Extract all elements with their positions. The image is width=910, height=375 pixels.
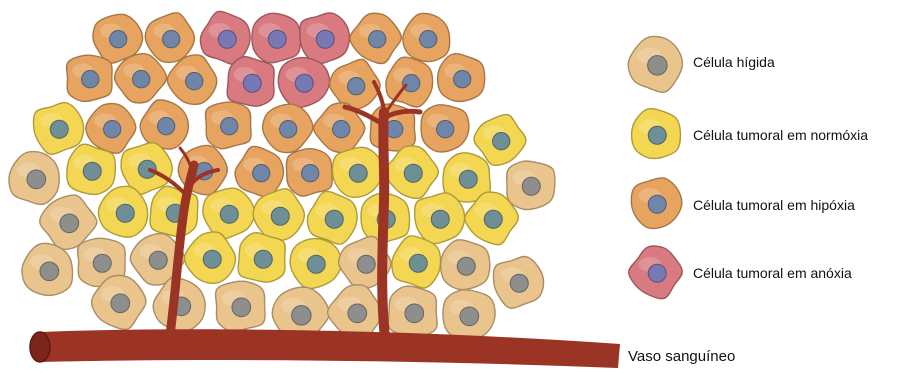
normoxia-cell xyxy=(67,144,116,194)
hypoxia-cell xyxy=(145,13,194,63)
anoxia-cell xyxy=(252,13,301,63)
hypoxia-cell xyxy=(235,146,283,196)
healthy-cell xyxy=(507,161,555,209)
legend-hypoxia-cell-icon xyxy=(631,178,682,229)
blood-vessel-main xyxy=(40,329,620,368)
blood-vessel-opening xyxy=(30,332,50,362)
legend-icons xyxy=(628,36,682,298)
normoxia-cell xyxy=(184,232,235,283)
healthy-cell xyxy=(441,240,490,290)
hypoxia-cell xyxy=(86,104,136,154)
hypoxia-cell xyxy=(67,55,112,101)
legend-label-anoxia-cell: Célula tumoral em anóxia xyxy=(693,266,852,280)
legend-healthy-cell-icon xyxy=(628,36,682,92)
hypoxia-cell xyxy=(438,54,485,102)
hypoxia-cell xyxy=(286,149,332,196)
healthy-cell xyxy=(493,256,543,308)
anoxia-cell xyxy=(227,57,274,107)
legend-normoxia-cell-icon xyxy=(632,109,681,159)
healthy-cell xyxy=(216,281,265,332)
healthy-cell xyxy=(443,290,495,341)
healthy-cell xyxy=(328,285,383,339)
capillary-right-trunk xyxy=(382,112,385,338)
normoxia-cell xyxy=(307,191,357,244)
hypoxia-cell xyxy=(263,104,313,152)
legend-label-healthy-cell: Célula hígida xyxy=(693,55,775,69)
legend-label-normoxia-cell: Célula tumoral em normóxia xyxy=(693,128,868,142)
tissue-cells xyxy=(9,11,555,341)
normoxia-cell xyxy=(392,236,441,288)
hypoxia-cell xyxy=(421,105,469,152)
healthy-cell xyxy=(22,243,73,295)
healthy-cell xyxy=(9,152,59,205)
hypoxia-cell xyxy=(205,102,251,149)
normoxia-cell xyxy=(238,233,285,282)
anoxia-cell xyxy=(278,58,329,108)
normoxia-cell xyxy=(253,189,304,241)
anoxia-cell xyxy=(300,13,350,64)
normoxia-cell xyxy=(332,147,383,197)
blood-vessel-label: Vaso sanguíneo xyxy=(628,349,735,364)
healthy-cell xyxy=(388,286,437,337)
hypoxia-cell xyxy=(386,57,433,107)
legend-anoxia-cell-icon xyxy=(629,246,683,299)
normoxia-cell xyxy=(415,193,465,244)
hypoxia-cell xyxy=(140,100,188,149)
legend-label-hypoxia-cell: Célula tumoral em hipóxia xyxy=(693,198,855,212)
hypoxia-cell xyxy=(403,13,450,61)
hypoxia-cell xyxy=(330,59,380,110)
hypoxia-cell xyxy=(350,13,401,63)
normoxia-cell xyxy=(384,146,438,198)
normoxia-cell xyxy=(33,103,83,155)
hypoxia-cell xyxy=(115,54,167,103)
normoxia-cell xyxy=(98,186,147,237)
normoxia-cell xyxy=(290,239,342,289)
